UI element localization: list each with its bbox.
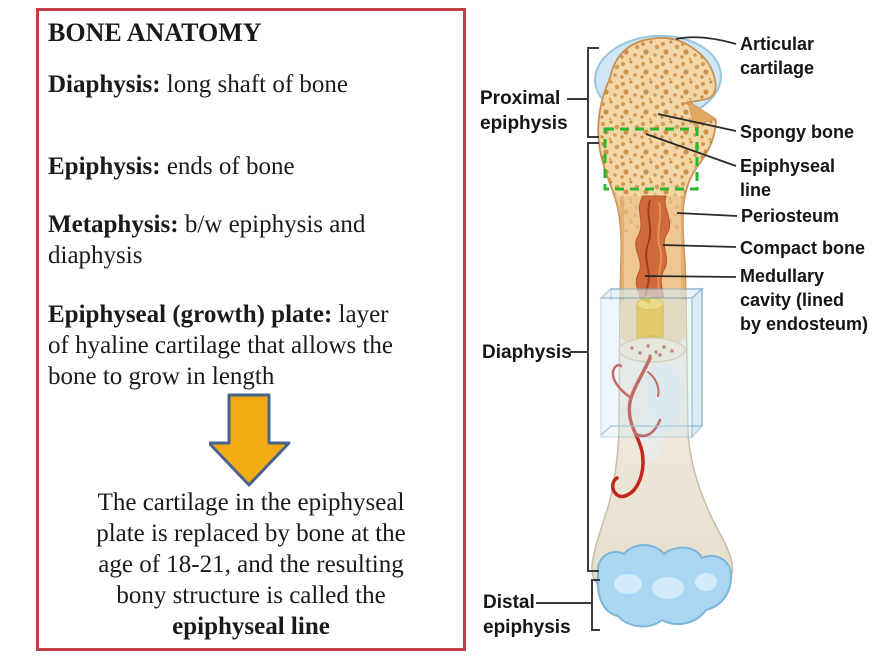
conclusion-emphasis: epiphyseal line (172, 613, 330, 640)
brackets (536, 47, 600, 631)
diaphysis-bracket (587, 142, 599, 572)
medullary-leader (644, 275, 737, 278)
label-articular-cartilage: Articular cartilage (740, 34, 815, 78)
leader-lines (644, 36, 738, 278)
definition-text: ends of bone (160, 153, 295, 180)
label-compact-bone: Compact bone (740, 238, 866, 258)
articular-leader (675, 36, 737, 45)
section-cube (598, 287, 705, 440)
periosteum-leader (676, 212, 738, 217)
head-notch-wedge (687, 99, 718, 126)
medullary-cavity-streak (635, 195, 671, 307)
label-spongy-bone: Spongy bone (740, 122, 854, 142)
definition-diaphysis: Diaphysis: long shaft of bone (48, 69, 454, 100)
term: Epiphysis: (48, 153, 161, 180)
conclusion-text: The cartilage in the epiphyseal plate is… (96, 489, 406, 609)
term: Diaphysis: (48, 71, 161, 98)
label-periosteum: Periosteum (741, 206, 840, 226)
definition-text: layer of hyaline cartilage that allows t… (48, 301, 394, 390)
epiphyseal-line-highlight-box (603, 127, 699, 191)
arrow-row (48, 393, 454, 487)
down-arrow-icon (207, 393, 291, 487)
term: Metaphysis: (48, 211, 179, 238)
blood-vessel (611, 356, 662, 499)
proximal-epiphysis-bracket (587, 47, 599, 138)
epiphyseal-leader (645, 133, 737, 167)
label-proximal-epiphysis: Proximal epiphysis (480, 88, 568, 134)
definition-epiphyseal-plate: Epiphyseal (growth) plate: layer of hyal… (48, 299, 454, 392)
panel-title: BONE ANATOMY (48, 18, 262, 47)
definition-metaphysis: Metaphysis: b/w epiphysis and diaphysis (48, 209, 454, 271)
label-diaphysis: Diaphysis (482, 342, 572, 363)
label-medullary-cavity: Medullary cavity (lined by endosteum) (740, 266, 869, 334)
definitions-panel: BONE ANATOMY Diaphysis: long shaft of bo… (36, 8, 466, 651)
definition-text: long shaft of bone (160, 71, 349, 98)
term: Epiphyseal (growth) plate: (48, 301, 333, 328)
spongy-leader (657, 113, 737, 132)
medullary-streak-detail-2 (657, 201, 663, 293)
definition-epiphysis: Epiphysis: ends of bone (48, 151, 454, 182)
distal-articular-cartilage (596, 544, 733, 628)
distal-epiphysis-bracket (591, 579, 600, 631)
label-distal-epiphysis: Distal epiphysis (483, 592, 571, 638)
label-epiphyseal-line: Epiphyseal line (740, 156, 836, 200)
definition-text: b/w epiphysis and diaphysis (48, 211, 366, 269)
bone-cross-section-disc (618, 337, 686, 363)
compact-leader (662, 244, 737, 248)
